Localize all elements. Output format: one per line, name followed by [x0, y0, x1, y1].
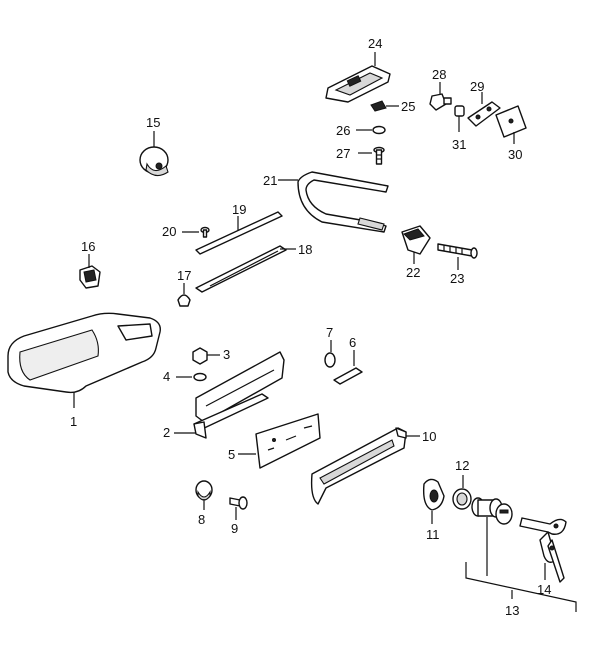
- callout-10: 10: [422, 429, 436, 444]
- bracket-plate-icon: [467, 101, 501, 127]
- callout-15: 15: [146, 115, 160, 130]
- callout-9: 9: [231, 521, 238, 536]
- callout-28: 28: [432, 67, 446, 82]
- callout-12: 12: [455, 458, 469, 473]
- rail-strip-icon: [195, 245, 287, 293]
- callout-13: 13: [505, 603, 519, 618]
- callout-19: 19: [232, 202, 246, 217]
- callout-18: 18: [298, 242, 312, 257]
- callout-7: 7: [326, 325, 333, 340]
- hinge-strip-icon: [195, 211, 283, 255]
- callout-4: 4: [163, 369, 170, 384]
- long-screw-icon: [437, 243, 478, 259]
- callout-25: 25: [401, 99, 415, 114]
- rubber-buffer-icon: [429, 93, 452, 111]
- pin-icon: [333, 367, 363, 385]
- hex-nut-icon: [192, 347, 208, 365]
- spring-clip-icon: [79, 265, 101, 289]
- callout-11: 11: [426, 527, 440, 542]
- callout-21: 21: [263, 173, 277, 188]
- washer-icon: [372, 125, 386, 135]
- bracket-13: [465, 562, 577, 612]
- callout-27: 27: [336, 146, 350, 161]
- callout-2: 2: [163, 425, 170, 440]
- flat-washer-icon: [193, 372, 207, 382]
- mounting-bracket-icon: [193, 351, 285, 439]
- callout-14: 14: [537, 582, 551, 597]
- check-strap-icon: [297, 171, 389, 233]
- callout-23: 23: [450, 271, 464, 286]
- callout-6: 6: [349, 335, 356, 350]
- hook-block-icon: [401, 225, 431, 255]
- callout-22: 22: [406, 265, 420, 280]
- handle-icon: [310, 427, 407, 505]
- glovebox-liner-icon: [7, 312, 161, 394]
- nut-icon: [454, 105, 465, 117]
- screw-icon: [373, 146, 385, 165]
- mounting-plate-icon: [255, 413, 321, 469]
- knob-icon: [139, 146, 169, 177]
- clip-icon: [370, 100, 387, 112]
- callout-29: 29: [470, 79, 484, 94]
- callout-31: 31: [452, 137, 466, 152]
- callout-3: 3: [223, 347, 230, 362]
- callout-8: 8: [198, 512, 205, 527]
- callout-16: 16: [81, 239, 95, 254]
- lock-housing-icon: [422, 478, 445, 511]
- callout-30: 30: [508, 147, 522, 162]
- grommet-icon: [324, 352, 336, 368]
- callout-24: 24: [368, 36, 382, 51]
- callout-20: 20: [162, 224, 176, 239]
- small-screw-icon: [200, 226, 210, 238]
- key-icon: [519, 517, 567, 583]
- cap-nut-icon: [195, 480, 213, 501]
- gasket-icon: [495, 105, 527, 138]
- bolt-icon: [229, 496, 248, 510]
- callout-17: 17: [177, 268, 191, 283]
- callout-26: 26: [336, 123, 350, 138]
- callout-1: 1: [70, 414, 77, 429]
- lock-cylinder-icon: [471, 497, 513, 525]
- lock-ring-icon: [452, 488, 472, 510]
- callout-5: 5: [228, 447, 235, 462]
- latch-plate-icon: [325, 65, 391, 103]
- plug-icon: [177, 294, 191, 307]
